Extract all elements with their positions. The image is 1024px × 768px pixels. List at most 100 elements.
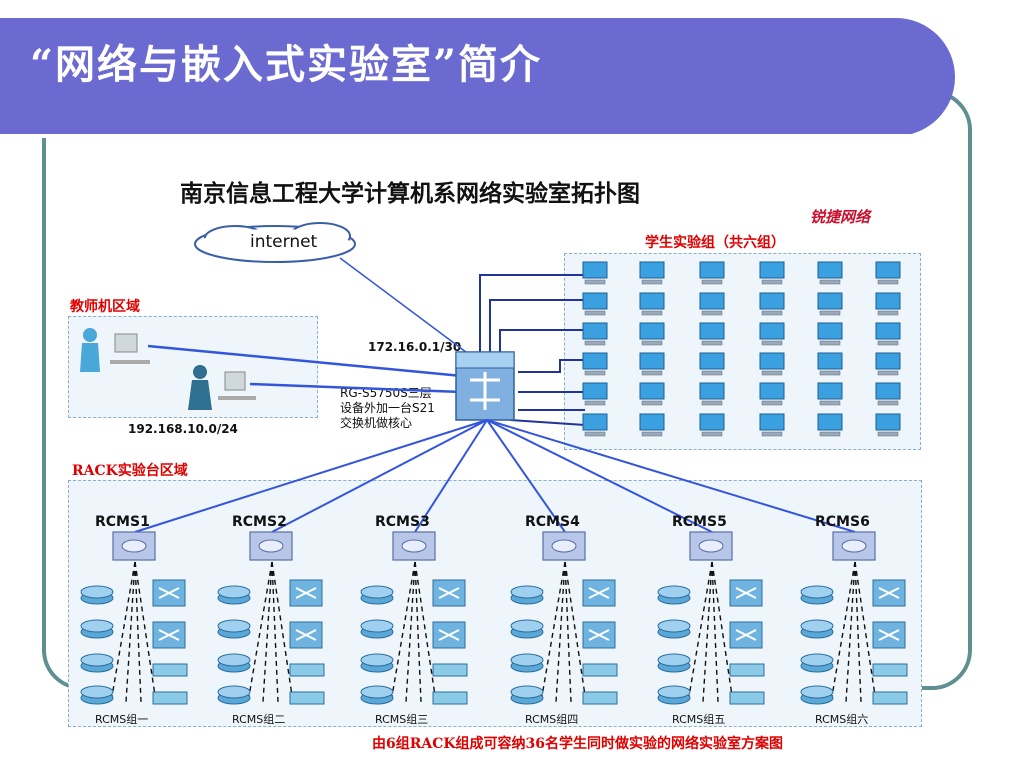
student-computer-icon <box>582 322 608 346</box>
router-icon <box>80 653 114 673</box>
teacher-area-label: 教师机区域 <box>70 299 140 315</box>
layer2-switch-icon <box>432 691 468 705</box>
student-computer-icon <box>817 322 843 346</box>
router-icon <box>360 619 394 639</box>
rcms-device-icon <box>689 531 733 561</box>
student-computer-icon <box>582 261 608 285</box>
layer2-switch-icon <box>729 663 765 677</box>
rcms-group-label: RCMS组三 <box>375 713 429 726</box>
student-computer-icon <box>582 382 608 406</box>
router-icon <box>510 685 544 705</box>
router-icon <box>360 653 394 673</box>
rcms-console-cable <box>125 561 136 703</box>
student-computer-icon <box>699 261 725 285</box>
router-icon <box>360 685 394 705</box>
rcms-console-cable <box>845 561 856 703</box>
student-computer-grid <box>582 261 901 437</box>
student-computer-icon <box>582 292 608 316</box>
router-icon <box>657 585 691 605</box>
core-switch-line-3: 交换机做核心 <box>340 416 413 430</box>
switch-icon <box>152 579 186 607</box>
teacher-workstation-icon <box>80 328 150 372</box>
student-computer-icon <box>699 322 725 346</box>
layer2-switch-icon <box>289 691 325 705</box>
student-computer-icon <box>817 382 843 406</box>
router-icon <box>510 585 544 605</box>
internet-cloud-icon <box>194 222 356 263</box>
student-computer-icon <box>875 382 901 406</box>
rcms-group-label: RCMS组六 <box>815 713 869 726</box>
student-computer-icon <box>639 261 665 285</box>
rack-area-label: RACK实验台区域 <box>72 463 188 479</box>
rcms-name: RCMS1 <box>95 514 150 530</box>
rcms-group-label: RCMS组四 <box>525 713 579 726</box>
diagram-caption: 由6组RACK组成可容纳36名学生同时做实验的网络实验室方案图 <box>372 736 784 752</box>
teacher-workstation-icon <box>188 365 256 410</box>
student-computer-icon <box>639 322 665 346</box>
title-band <box>0 18 955 138</box>
slide-title: “网络与嵌入式实验室”简介 <box>30 41 543 88</box>
router-icon <box>80 619 114 639</box>
layer2-switch-icon <box>432 663 468 677</box>
student-area-label: 学生实验组（共六组） <box>645 235 785 251</box>
student-computer-icon <box>639 382 665 406</box>
rcms-uplink <box>486 419 856 533</box>
student-computer-icon <box>639 352 665 376</box>
layer2-switch-icon <box>872 663 908 677</box>
router-icon <box>510 653 544 673</box>
student-computer-icon <box>582 413 608 437</box>
rcms-console-cable <box>262 561 273 703</box>
layer2-switch-icon <box>152 691 188 705</box>
rcms-console-cable <box>271 561 294 703</box>
student-computer-icon <box>582 352 608 376</box>
rcms-uplink <box>271 419 488 533</box>
student-links <box>479 274 586 426</box>
rcms-uplink <box>486 419 713 533</box>
rcms-device-icon <box>392 531 436 561</box>
teacher-link-2 <box>249 382 463 394</box>
router-icon <box>80 585 114 605</box>
switch-icon <box>729 579 763 607</box>
student-computer-icon <box>759 292 785 316</box>
switch-icon <box>582 579 616 607</box>
rcms-name: RCMS6 <box>815 514 870 530</box>
router-icon <box>657 685 691 705</box>
student-computer-icon <box>699 382 725 406</box>
rcms-uplink <box>134 419 488 533</box>
switch-icon <box>289 579 323 607</box>
rcms-console-cable <box>390 561 416 703</box>
student-computer-icon <box>639 413 665 437</box>
internet-label: internet <box>250 232 318 252</box>
router-icon <box>217 653 251 673</box>
rcms-console-cable <box>414 561 437 703</box>
student-computer-icon <box>875 352 901 376</box>
router-icon <box>510 619 544 639</box>
student-computer-icon <box>699 413 725 437</box>
router-icon <box>800 653 834 673</box>
rcms-group-label: RCMS组一 <box>95 713 149 726</box>
switch-icon <box>432 579 466 607</box>
student-computer-icon <box>817 413 843 437</box>
rcms-name: RCMS5 <box>672 514 727 530</box>
router-icon <box>800 585 834 605</box>
switch-icon <box>872 621 906 649</box>
layer2-switch-icon <box>582 691 618 705</box>
student-computer-icon <box>699 292 725 316</box>
rcms-device-icon <box>249 531 293 561</box>
router-icon <box>800 685 834 705</box>
rcms-group-label: RCMS组二 <box>232 713 286 726</box>
core-switch-line-2: 设备外加一台S21 <box>340 401 435 415</box>
rcms-console-cable <box>555 561 566 703</box>
rcms-device-icon <box>832 531 876 561</box>
student-computer-icon <box>875 261 901 285</box>
student-computer-icon <box>759 382 785 406</box>
router-icon <box>657 619 691 639</box>
student-computer-icon <box>875 292 901 316</box>
internet-link <box>339 257 471 356</box>
rcms-name: RCMS2 <box>232 514 287 530</box>
router-icon <box>217 685 251 705</box>
student-computer-icon <box>699 352 725 376</box>
student-computer-icon <box>759 322 785 346</box>
rcms-group-label: RCMS组五 <box>672 713 726 726</box>
rcms-device-icon <box>112 531 156 561</box>
